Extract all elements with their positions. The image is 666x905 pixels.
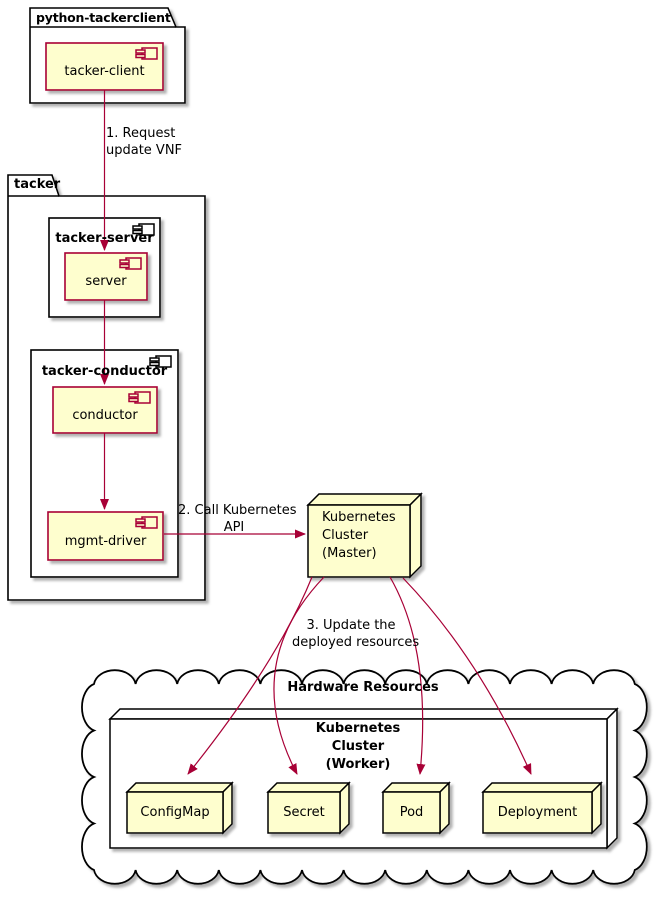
node-secret-shape xyxy=(266,781,351,835)
component-icon xyxy=(132,223,155,236)
package-title-tacker: tacker xyxy=(14,177,61,192)
component-label-server: server xyxy=(85,274,127,289)
node-deployment-shape xyxy=(481,781,603,835)
node-label-secret: Secret xyxy=(283,805,325,820)
edge-label-line: update VNF xyxy=(106,143,183,158)
component-label-mgmt-driver: mgmt-driver xyxy=(64,533,147,549)
node-label-line: Cluster xyxy=(331,739,385,754)
component-icon xyxy=(135,516,158,529)
node-label-line: (Worker) xyxy=(325,757,391,772)
node-label-deployment: Deployment xyxy=(497,805,578,820)
node-label-line: (Master) xyxy=(322,546,377,561)
node-kubernetes-master-shape xyxy=(306,492,423,579)
node-label-pod: Pod xyxy=(399,805,424,820)
arrow-master-to-pod xyxy=(389,576,426,775)
component-label-tacker-server: tacker-server xyxy=(55,231,154,246)
component-label-conductor: conductor xyxy=(72,407,138,423)
edge-label-line: deployed resources xyxy=(292,635,420,650)
node-label-configmap: ConfigMap xyxy=(140,805,210,820)
cloud-label-hardware-resources: Hardware Resources xyxy=(287,680,439,695)
arrow-master-to-configmap xyxy=(187,576,313,775)
arrow-master-to-secret xyxy=(273,576,325,775)
edge-label-line: 3. Update the xyxy=(306,618,396,633)
component-label-tacker-client: tacker-client xyxy=(64,64,145,79)
node-pod-shape xyxy=(381,781,451,835)
component-icon xyxy=(149,355,172,368)
edge-label-line: 1. Request xyxy=(106,126,176,141)
component-icon xyxy=(119,257,142,270)
edge-label-request-update-vnf: 1. Request update VNF xyxy=(106,125,182,159)
component-icon xyxy=(128,391,151,404)
arrow-master-to-deployment xyxy=(402,577,532,775)
edge-label-line: 2. Call Kubernetes xyxy=(178,503,297,518)
node-label-kubernetes-master: Kubernetes Cluster (Master) xyxy=(322,509,396,563)
node-label-kubernetes-worker: Kubernetes Cluster (Worker) xyxy=(258,720,458,774)
component-icon xyxy=(135,47,158,60)
node-label-line: Cluster xyxy=(322,528,369,543)
node-label-line: Kubernetes xyxy=(322,510,396,525)
edge-label-line: API xyxy=(223,520,245,535)
node-configmap-shape xyxy=(125,781,234,835)
package-title-python-tackerclient: python-tackerclient xyxy=(36,10,171,25)
component-label-tacker-conductor: tacker-conductor xyxy=(41,364,168,379)
component-server-shape xyxy=(64,252,148,301)
node-label-line: Kubernetes xyxy=(315,721,401,736)
edge-label-update-deployed-resources: 3. Update the deployed resources xyxy=(292,617,420,651)
edge-label-call-kubernetes-api: 2. Call Kubernetes API xyxy=(178,502,297,536)
